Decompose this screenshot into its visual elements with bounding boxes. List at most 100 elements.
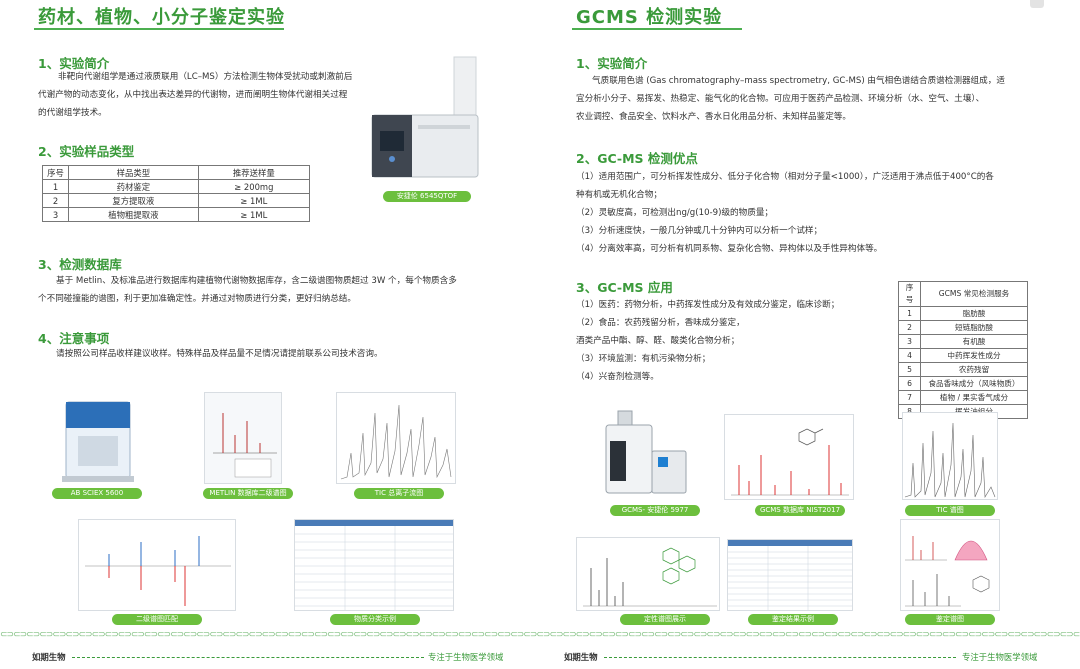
right-s3-line: （3）环境监测：有机污染物分析； — [576, 354, 711, 364]
right-s3-line: 酒类产品中酯、醇、醛、酸类化合物分析； — [576, 336, 740, 346]
ms2-match-caption: 二级谱图匹配 — [112, 614, 202, 625]
qualitative-spectrum-image — [576, 537, 720, 611]
left-s1-text: 非靶向代谢组学是通过液质联用（LC–MS）方法检测生物体受扰动或刺激前后 代谢产… — [38, 68, 378, 122]
right-s1-line: 气质联用色谱 (Gas chromatography–mass spectrom… — [592, 76, 1005, 86]
table-cell: 植物 / 果实香气成分 — [920, 390, 1028, 405]
table-header-cell: 推荐送样量 — [197, 165, 311, 180]
metlin-caption: METLIN 数据库二级谱图 — [203, 488, 293, 499]
left-s3-text: 基于 Metlin、及标准品进行数据库构建植物代谢物数据库存，含二级谱图物质超过… — [38, 272, 508, 308]
gcms-tic-image — [902, 412, 998, 500]
metlin-spectrum-image — [204, 392, 282, 484]
table-header-cell: GCMS 常见检测服务 — [920, 281, 1028, 307]
table-header-cell: 序号 — [42, 165, 69, 180]
right-s2-line: （3）分析速度快，一般几分钟或几十分钟内可以分析一个试样； — [576, 226, 823, 236]
table-header-row: 序号 样品类型 推荐送样量 — [42, 165, 311, 180]
compound-classification-image — [294, 519, 454, 611]
left-s1-line: 非靶向代谢组学是通过液质联用（LC–MS）方法检测生物体受扰动或刺激前后 — [58, 72, 353, 82]
table-cell: 3 — [898, 334, 921, 349]
right-s2-line: 种有机或无机化合物； — [576, 190, 662, 200]
left-s3-line: 个不同碰撞能的谱图，利于更加准确定性。并通过对物质进行分类，更好归纳总结。 — [38, 294, 356, 304]
table-cell: 药材鉴定 — [68, 179, 199, 194]
table-cell: ≥ 1ML — [197, 193, 311, 208]
right-s3-heading: 3、GC-MS 应用 — [576, 280, 673, 295]
right-s2-line: （1）适用范围广，可分析挥发性成分、低分子化合物（相对分子量<1000），广泛适… — [576, 172, 994, 182]
right-s2-line: （4）分离效率高，可分析有机同系物、复杂化合物、异构体以及手性异构体等。 — [576, 244, 883, 254]
ab-sciex-caption: AB SCIEX 5600 — [52, 488, 142, 499]
nist-caption: GCMS 数据库 NIST2017 — [755, 505, 845, 516]
table-cell: 5 — [898, 362, 921, 377]
right-title-underline — [572, 28, 742, 30]
left-s3-line: 基于 Metlin、及标准品进行数据库构建植物代谢物数据库存，含二级谱图物质超过… — [56, 276, 457, 286]
table-cell: 短链脂肪酸 — [920, 320, 1028, 335]
right-s3-text: （1）医药：药物分析，中药挥发性成分及有效成分鉴定，临床诊断； （2）食品：农药… — [576, 296, 876, 386]
decorative-chain-border: ⊂⊃⊂⊃⊂⊃⊂⊃⊂⊃⊂⊃⊂⊃⊂⊃⊂⊃⊂⊃⊂⊃⊂⊃⊂⊃⊂⊃⊂⊃⊂⊃⊂⊃⊂⊃⊂⊃⊂⊃… — [0, 630, 1080, 640]
left-footer-slogan: 专注于生物医学领域 — [428, 652, 504, 662]
right-s2-heading: 2、GC-MS 检测优点 — [576, 151, 698, 166]
identification-caption: 鉴定结果示例 — [748, 614, 838, 625]
table-cell: 4 — [898, 348, 921, 363]
table-row: 1 药材鉴定 ≥ 200mg — [42, 179, 311, 194]
page-tab-marker — [1030, 0, 1044, 8]
left-page-title: 药材、植物、小分子鉴定实验 — [38, 7, 285, 28]
table-header-cell: 样品类型 — [68, 165, 199, 180]
table-cell: 中药挥发性成分 — [920, 348, 1028, 363]
table-cell: 1 — [42, 179, 69, 194]
table-header-row: 序号 GCMS 常见检测服务 — [898, 281, 1028, 307]
table-cell: 植物粗提取液 — [68, 207, 199, 222]
left-s4-heading: 4、注意事项 — [38, 331, 110, 346]
table-row: 2 复方提取液 ≥ 1ML — [42, 193, 311, 208]
table-cell: 3 — [42, 207, 69, 222]
right-s3-line: （4）兴奋剂检测等。 — [576, 372, 659, 382]
table-row: 3 植物粗提取液 ≥ 1ML — [42, 207, 311, 222]
left-footer-dashline — [72, 657, 424, 658]
table-cell: 有机酸 — [920, 334, 1028, 349]
right-s2-line: （2）灵敏度高，可检测出ng/g(10-9)级的物质量； — [576, 208, 774, 218]
classification-caption: 物质分类示例 — [330, 614, 420, 625]
tic-caption: TIC 总离子流图 — [354, 488, 444, 499]
table-cell: 7 — [898, 390, 921, 405]
table-cell: ≥ 200mg — [197, 179, 311, 194]
identification-spectrum-caption: 鉴定谱图 — [905, 614, 995, 625]
right-s1-heading: 1、实验简介 — [576, 56, 648, 71]
left-s2-heading: 2、实验样品类型 — [38, 144, 135, 159]
table-cell: 2 — [898, 320, 921, 335]
right-s3-line: （2）食品：农药残留分析，香味成分鉴定， — [576, 318, 745, 328]
ms2-match-image — [78, 519, 236, 611]
left-footer-brand: 如期生物 — [32, 652, 66, 662]
table-cell: 农药残留 — [920, 362, 1028, 377]
gcms-tic-caption: TIC 谱图 — [905, 505, 995, 516]
table-cell: 食品香味成分（风味物质） — [920, 376, 1028, 391]
table-cell: 脂肪酸 — [920, 306, 1028, 321]
gcms-5977-instrument-image — [598, 405, 694, 501]
gcms-5977-caption: GCMS- 安捷伦 5977 — [610, 505, 700, 516]
left-s3-heading: 3、检测数据库 — [38, 257, 122, 272]
right-s3-line: （1）医药：药物分析，中药挥发性成分及有效成分鉴定，临床诊断； — [576, 300, 840, 310]
left-s4-text: 请按照公司样品收样建议收样。特殊样品及样品量不足情况请提前联系公司技术咨询。 — [56, 349, 383, 359]
left-s1-heading: 1、实验简介 — [38, 56, 110, 71]
left-title-underline — [34, 28, 284, 30]
sample-type-table: 序号 样品类型 推荐送样量 1 药材鉴定 ≥ 200mg 2 复方提取液 ≥ 1… — [42, 165, 311, 222]
qtof-instrument-image — [362, 55, 490, 193]
ab-sciex-instrument-image — [56, 388, 146, 486]
table-cell: 2 — [42, 193, 69, 208]
right-s1-line: 宜分析小分子、易挥发、热稳定、能气化的化合物。可应用于医药产品检测、环境分析（水… — [576, 94, 985, 104]
right-footer-brand: 如期生物 — [564, 652, 598, 662]
table-cell: ≥ 1ML — [197, 207, 311, 222]
identification-result-image — [727, 539, 853, 611]
right-s1-text: 气质联用色谱 (Gas chromatography–mass spectrom… — [576, 72, 1056, 126]
right-page-title: GCMS 检测实验 — [576, 7, 723, 28]
left-s1-line: 代谢产物的动态变化，从中找出表达差异的代谢物，进而阐明生物体代谢相关过程 — [38, 90, 348, 100]
right-footer-slogan: 专注于生物医学领域 — [962, 652, 1038, 662]
identification-spectrum-image — [900, 519, 1000, 611]
table-cell: 6 — [898, 376, 921, 391]
right-s2-text: （1）适用范围广，可分析挥发性成分、低分子化合物（相对分子量<1000），广泛适… — [576, 168, 1056, 258]
left-s1-line: 的代谢组学技术。 — [38, 108, 107, 118]
